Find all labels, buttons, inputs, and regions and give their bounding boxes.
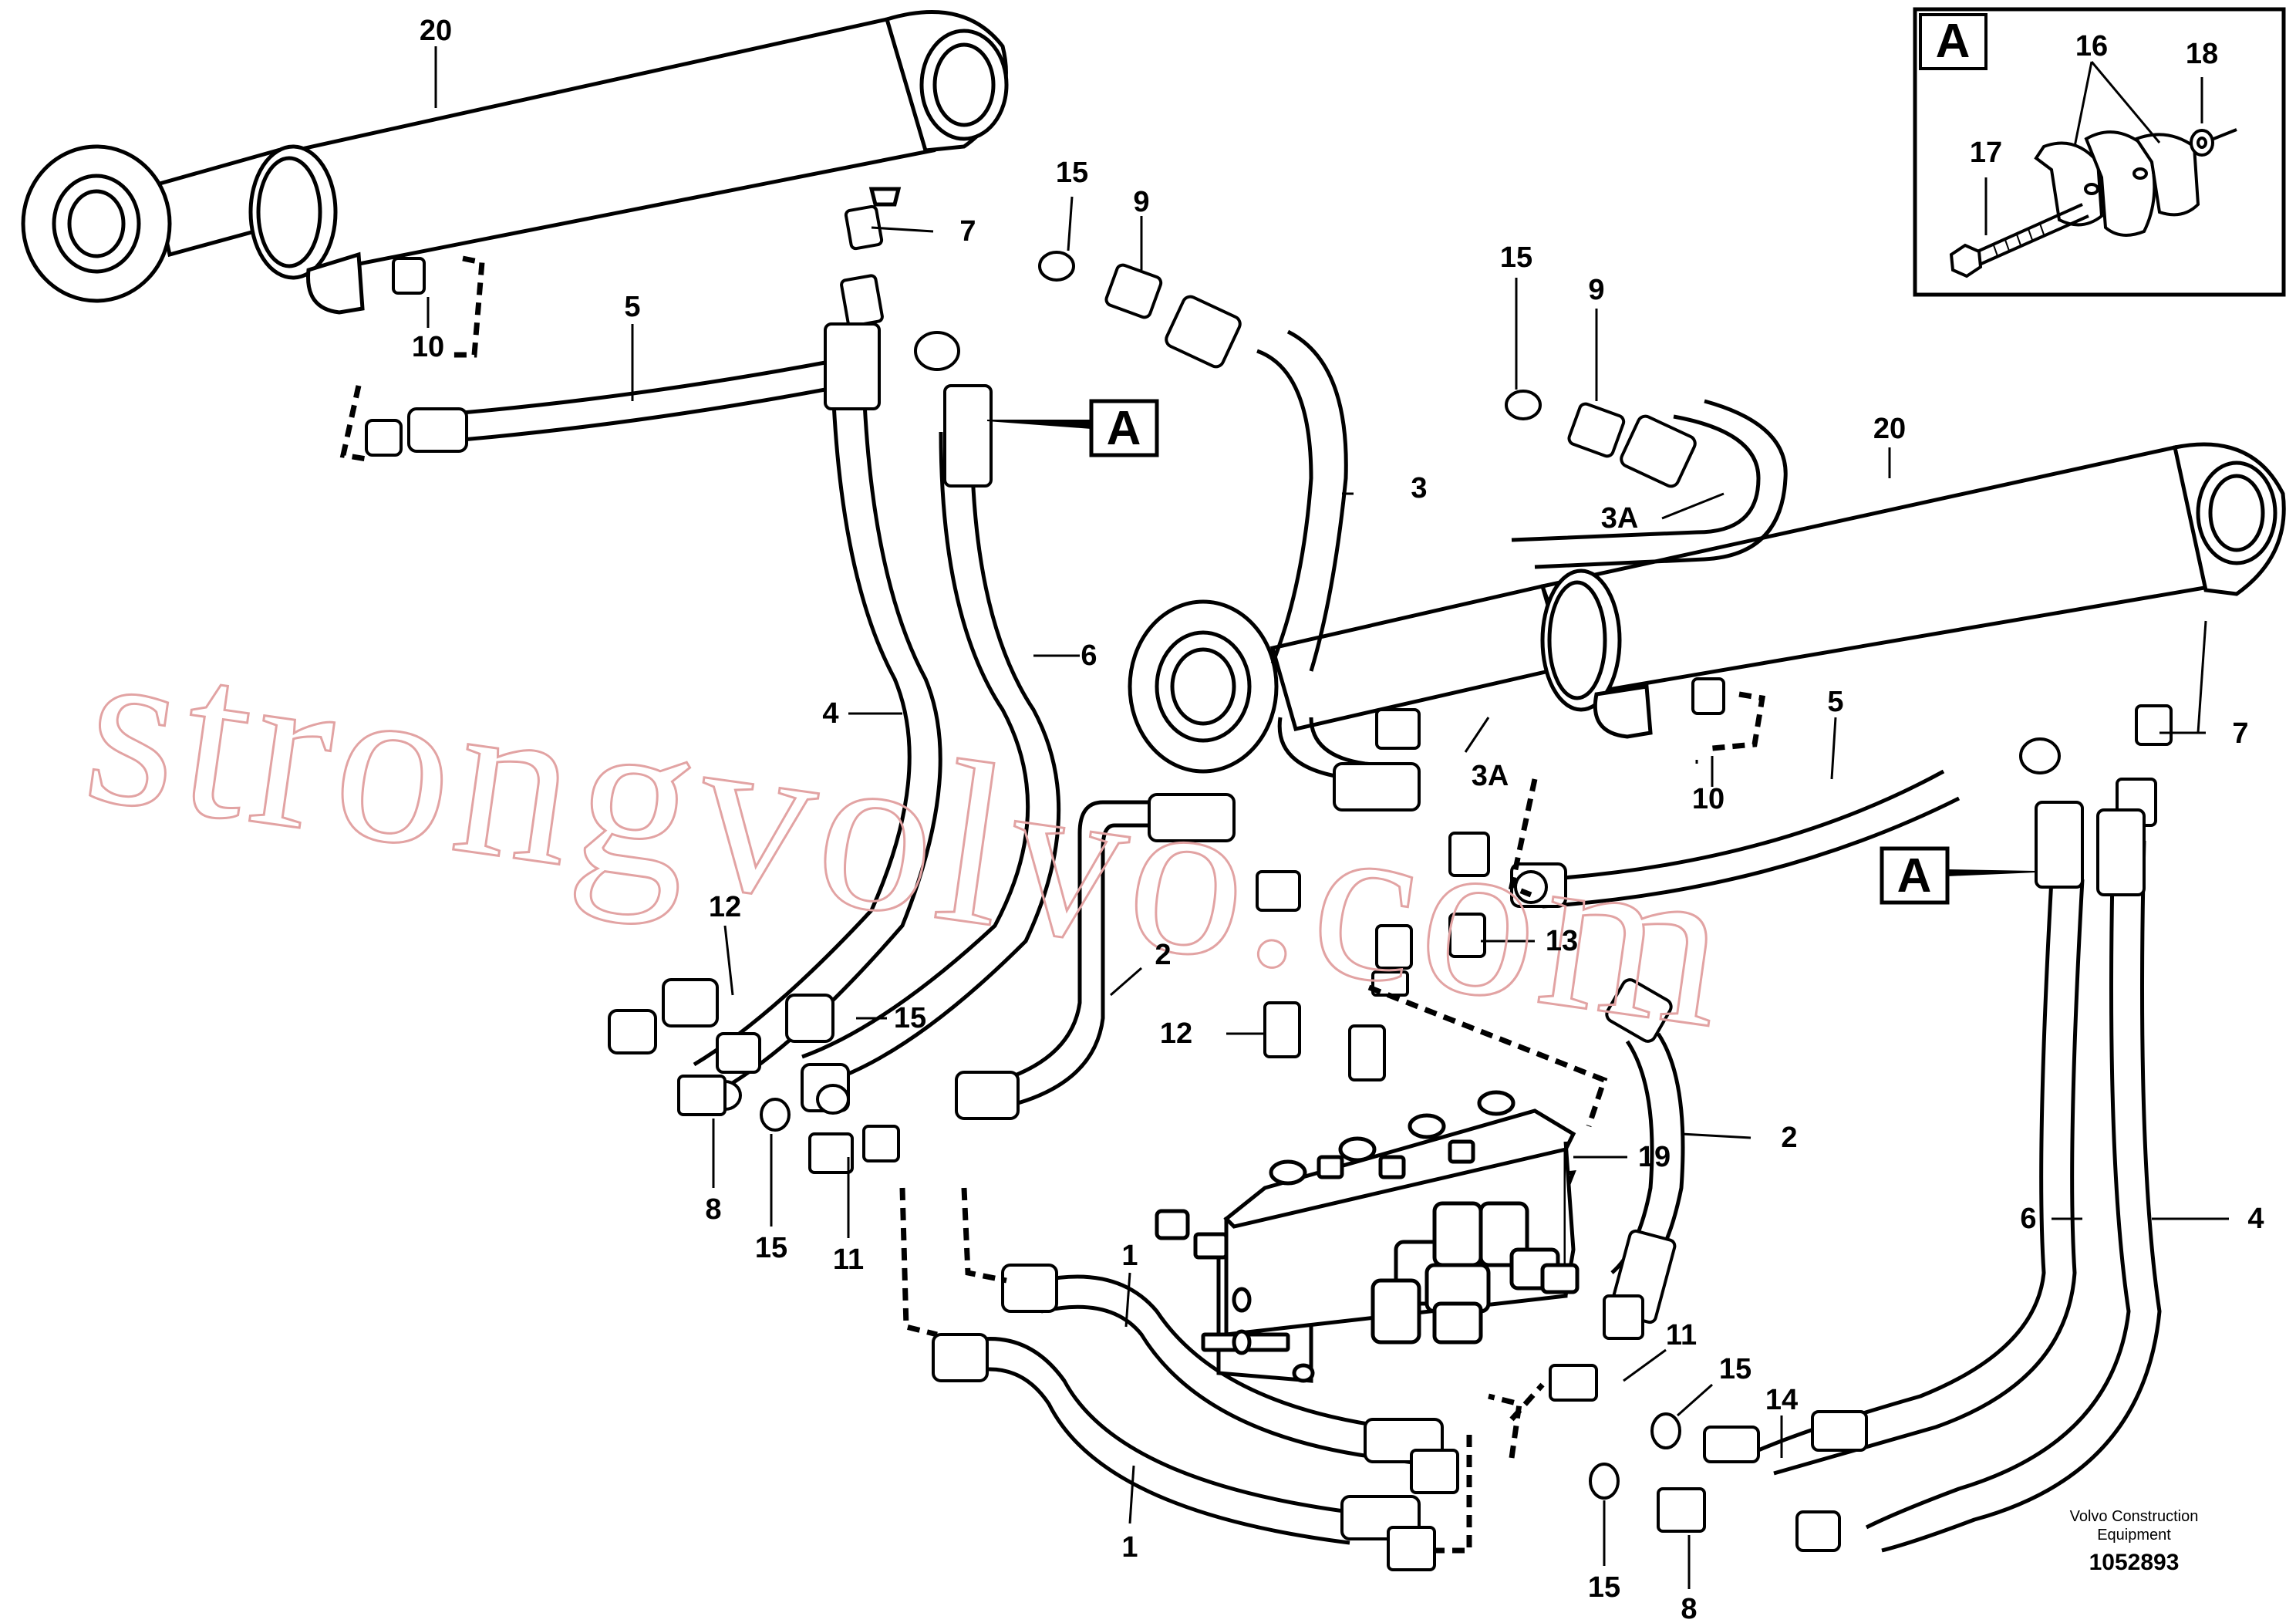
callout-10-right: 10 [1692, 783, 1725, 815]
callout-6-left: 6 [1081, 639, 1097, 672]
clamp-part [2034, 130, 2200, 237]
callout-11-left: 11 [833, 1243, 864, 1276]
callout-18: 18 [2186, 38, 2218, 70]
callout-7-right: 7 [2232, 717, 2248, 750]
callout-9-top-a: 9 [1133, 186, 1149, 218]
callout-16: 16 [2075, 30, 2108, 62]
callout-8-left: 8 [705, 1193, 721, 1226]
callout-4-right: 4 [2247, 1203, 2264, 1235]
callout-11-right: 11 [1666, 1319, 1697, 1351]
callout-15-bottom: 15 [1588, 1571, 1620, 1604]
callout-2-right: 2 [1781, 1122, 1797, 1154]
inset-a-label-box [1919, 13, 1988, 70]
view-ref-left: A [986, 399, 1159, 457]
callouts: 20 7 10 5 15 9 3 15 9 3A 20 6 4 5 3A 10 … [412, 15, 2264, 1623]
callout-13: 13 [1546, 925, 1578, 957]
inset-a-label: A [1936, 15, 1971, 68]
callout-12-left: 12 [709, 891, 741, 923]
view-ref-left-label: A [1107, 402, 1141, 455]
callout-6-right: 6 [2020, 1203, 2036, 1235]
callout-3A-mid: 3A [1472, 760, 1509, 792]
callout-5-left: 5 [624, 291, 640, 323]
callout-3A-top: 3A [1601, 502, 1639, 535]
washer-part [2190, 128, 2237, 157]
callout-10-left: 10 [412, 331, 444, 363]
callout-8-right: 8 [1681, 1593, 1697, 1623]
callout-15-right: 15 [1719, 1353, 1752, 1385]
callout-7-left: 7 [959, 215, 976, 248]
fittings [365, 204, 2173, 1571]
cylinder-right [1128, 442, 2286, 774]
callout-12-mid: 12 [1160, 1017, 1192, 1050]
callout-2-left: 2 [1155, 939, 1171, 971]
callout-3: 3 [1411, 472, 1427, 504]
leader-lines [426, 46, 2229, 1589]
callout-15-top-b: 15 [1500, 241, 1532, 274]
callout-14: 14 [1765, 1384, 1798, 1416]
dashed-connections [339, 255, 1766, 1554]
callout-1-lower: 1 [1121, 1531, 1138, 1564]
view-ref-right: A [1880, 846, 2037, 905]
company-line-1: Volvo Construction [2070, 1508, 2199, 1525]
callout-9-top-b: 9 [1588, 274, 1604, 306]
cylinder-left [21, 10, 1009, 315]
callout-15-top-a: 15 [1056, 157, 1088, 189]
callout-20-right: 20 [1873, 413, 1906, 445]
inset-a: A 16 17 18 [1913, 7, 2286, 297]
view-ref-right-label: A [1897, 849, 1932, 903]
drawing-number: 1052893 [2089, 1550, 2180, 1575]
company-line-2: Equipment [2097, 1527, 2171, 1544]
hoses [416, 329, 2162, 1553]
callout-17: 17 [1970, 137, 2002, 169]
callout-4-left: 4 [822, 697, 838, 730]
bolt-part [1949, 203, 2089, 278]
footer: Volvo Construction Equipment 1052893 [2070, 1508, 2199, 1575]
callout-19: 19 [1638, 1141, 1671, 1173]
control-valve [1155, 1090, 1580, 1383]
callout-1-upper: 1 [1121, 1240, 1138, 1272]
callout-15-mid: 15 [894, 1002, 926, 1034]
callout-5-right: 5 [1827, 686, 1843, 718]
callout-15-left-low: 15 [755, 1232, 787, 1264]
callout-20-left: 20 [420, 15, 452, 47]
